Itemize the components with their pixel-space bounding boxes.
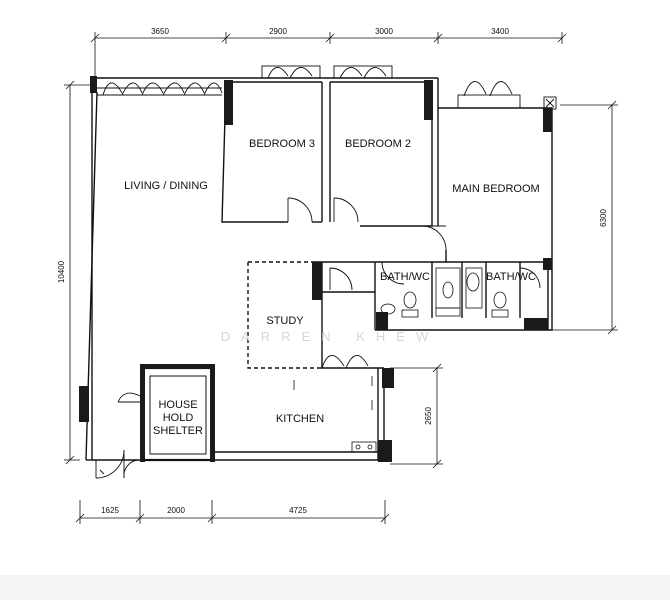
room-label-bath-wc-1: BATH/WC bbox=[380, 271, 430, 283]
dim-right-lower: 2650 bbox=[424, 407, 433, 425]
room-label-study: STUDY bbox=[266, 315, 304, 327]
windows bbox=[97, 65, 557, 110]
floor-plan-drawing: 3650 2900 3000 3400 10400 6300 2650 1625… bbox=[57, 27, 618, 524]
room-label-shelter-2: HOLD bbox=[163, 412, 194, 424]
room-label-main-bedroom: MAIN BEDROOM bbox=[452, 183, 539, 195]
dim-top-2: 2900 bbox=[269, 27, 287, 36]
dim-bottom-2: 2000 bbox=[167, 506, 185, 515]
dim-bottom-1: 1625 bbox=[101, 506, 119, 515]
dim-right: 6300 bbox=[599, 209, 608, 227]
room-label-kitchen: KITCHEN bbox=[276, 413, 324, 425]
dim-bottom-3: 4725 bbox=[289, 506, 307, 515]
room-label-bedroom-2: BEDROOM 2 bbox=[345, 138, 411, 150]
bath-fixtures bbox=[293, 267, 509, 453]
floor-plan-canvas: 3650 2900 3000 3400 10400 6300 2650 1625… bbox=[0, 0, 670, 575]
watermark-text: DARREN KHEW bbox=[221, 329, 440, 344]
dim-top-4: 3400 bbox=[491, 27, 509, 36]
room-label-living-dining: LIVING / DINING bbox=[124, 180, 208, 192]
room-label-shelter-1: HOUSE bbox=[158, 399, 197, 411]
door-swings bbox=[95, 197, 541, 479]
room-label-bedroom-3: BEDROOM 3 bbox=[249, 138, 315, 150]
wall-blocks bbox=[79, 76, 552, 462]
dim-top-3: 3000 bbox=[375, 27, 393, 36]
dim-left: 10400 bbox=[57, 260, 66, 283]
dimension-lines bbox=[64, 32, 618, 524]
dim-top-1: 3650 bbox=[151, 27, 169, 36]
room-label-shelter-3: SHELTER bbox=[153, 425, 203, 437]
bottom-strip bbox=[0, 575, 670, 600]
room-label-bath-wc-2: BATH/WC bbox=[486, 271, 536, 283]
